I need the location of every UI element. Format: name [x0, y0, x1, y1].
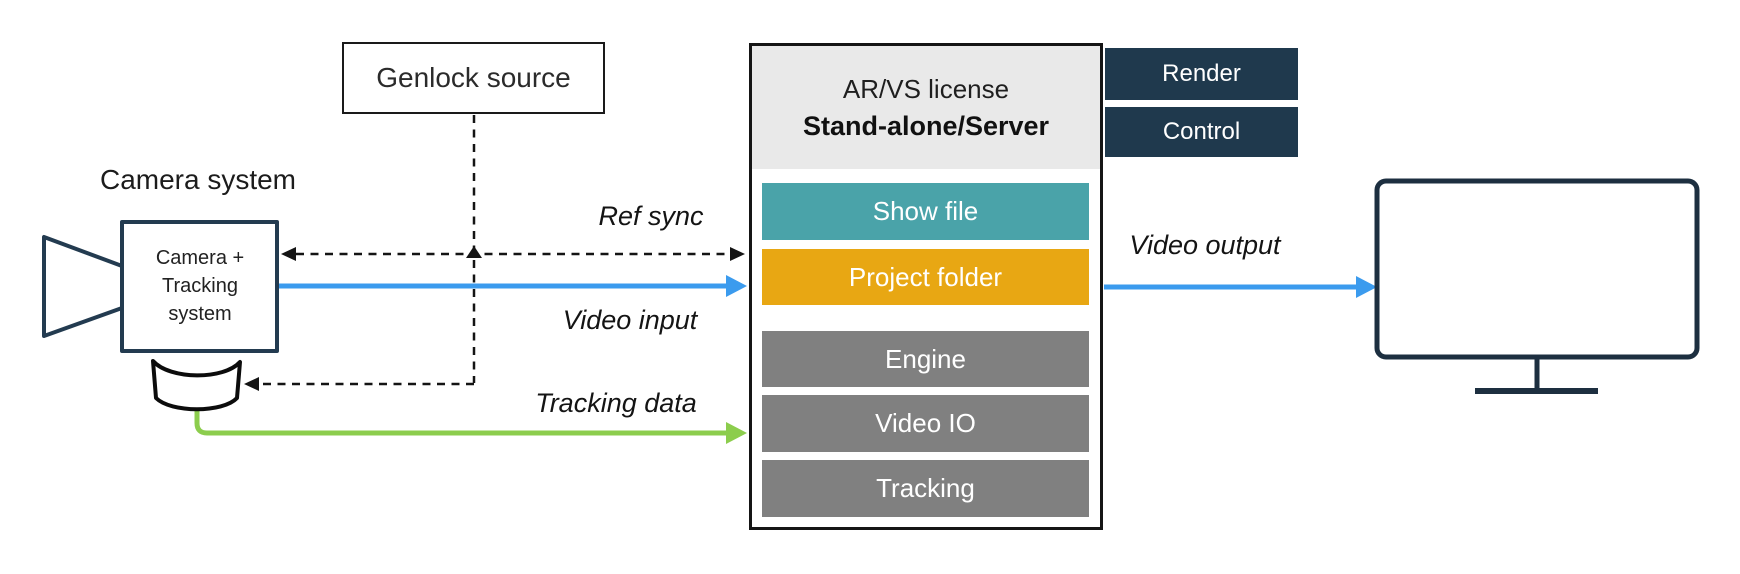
tracking-data-arrowhead	[726, 422, 747, 444]
video-output-arrowhead	[1356, 276, 1377, 298]
video-input-arrowhead	[726, 275, 747, 297]
ref-sync-arrowhead-left	[281, 247, 296, 261]
arvs-license-title: AR/VS license	[842, 73, 1010, 104]
tab-control: Control	[1105, 107, 1298, 157]
block-video-io: Video IO	[762, 395, 1089, 452]
ref-sync-junction-caret	[466, 246, 482, 258]
arvs-server-header: AR/VS license Stand-alone/Server	[752, 46, 1100, 169]
camera-body-shape	[120, 220, 279, 353]
tracking-data-arrow	[194, 408, 728, 436]
block-tracking: Tracking	[762, 460, 1089, 517]
tab-render: Render	[1105, 48, 1298, 100]
genlock-tracking-arrowhead	[244, 377, 259, 391]
tracking-data-label: Tracking data	[535, 388, 697, 418]
monitor-icon	[1374, 178, 1700, 360]
camera-lens-icon	[42, 235, 124, 338]
genlock-source-box: Genlock source	[342, 42, 605, 114]
arvs-license-subtitle: Stand-alone/Server	[802, 110, 1050, 141]
ref-sync-label: Ref sync	[598, 201, 704, 231]
ref-sync-arrowhead-right	[730, 247, 745, 261]
camera-system-title: Camera system	[99, 164, 297, 195]
tracking-sensor-icon	[151, 359, 242, 412]
video-input-label: Video input	[562, 305, 698, 335]
block-engine: Engine	[762, 331, 1089, 387]
camera-unit-label: Camera + Tracking system	[155, 247, 245, 325]
block-project-folder: Project folder	[762, 249, 1089, 305]
video-output-label: Video output	[1129, 230, 1281, 260]
genlock-source-label: Genlock source	[376, 62, 571, 93]
arvs-server-box: AR/VS license Stand-alone/Server Show fi…	[749, 43, 1103, 530]
block-show-file: Show file	[762, 183, 1089, 240]
